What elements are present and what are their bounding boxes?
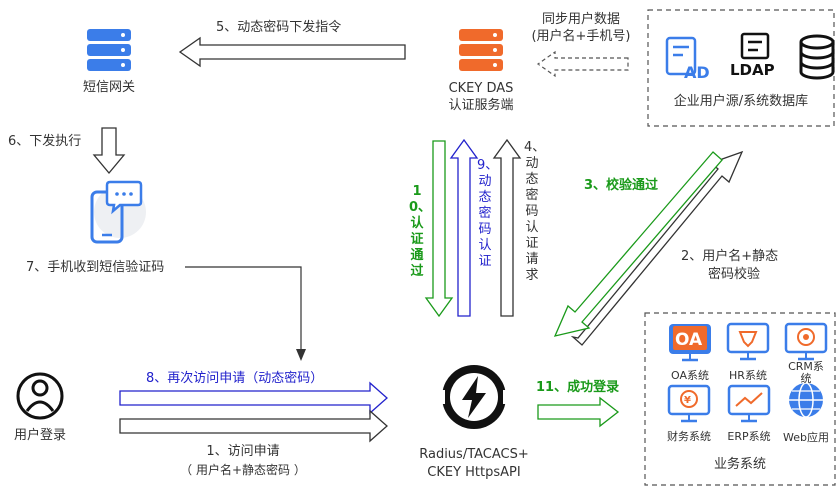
radius-label-2: CKEY HttpsAPI bbox=[427, 465, 521, 480]
system-label-oa: OA系统 bbox=[671, 369, 709, 382]
step8-label: 8、再次访问申请（动态密码） bbox=[146, 371, 324, 386]
ckey-das-label-1: CKEY DAS bbox=[448, 81, 514, 96]
hr-monitor-icon bbox=[726, 322, 770, 361]
radius-label-1: Radius/TACACS+ bbox=[419, 447, 529, 462]
system-label-hr: HR系统 bbox=[729, 369, 767, 382]
server-stack-icon bbox=[87, 29, 131, 71]
step9-label: 9、动态密码认证 bbox=[477, 158, 499, 269]
arrow-step9 bbox=[449, 138, 479, 317]
step4-label: 4、动态密码认证请求 bbox=[524, 140, 546, 283]
database-icon bbox=[799, 34, 835, 80]
step3-label: 3、校验通过 bbox=[584, 178, 659, 193]
step2-label-1: 2、用户名+静态 bbox=[681, 249, 779, 264]
phone-sms-icon bbox=[90, 180, 146, 244]
arrow-step6 bbox=[92, 127, 126, 175]
arrow-step3 bbox=[553, 151, 723, 337]
sync-label-1: 同步用户数据 bbox=[541, 12, 620, 27]
ckey-das-label-2: 认证服务端 bbox=[448, 98, 514, 113]
step7-label: 7、手机收到短信验证码 bbox=[26, 260, 165, 275]
arrow-step8 bbox=[119, 381, 388, 415]
lightning-icon bbox=[437, 365, 511, 429]
arrow-step4 bbox=[492, 138, 522, 317]
das-server-icon bbox=[459, 29, 503, 71]
sync-label-2: (用户名+手机号) bbox=[531, 29, 631, 44]
ldap-icon: LDAP bbox=[730, 32, 775, 79]
step2-label-2: 密码校验 bbox=[708, 267, 761, 282]
step11-label: 11、成功登录 bbox=[536, 380, 620, 395]
enterprise-db-label: 企业用户源/系统数据库 bbox=[673, 94, 809, 109]
line-step7 bbox=[185, 266, 302, 350]
arrow-step1 bbox=[119, 409, 388, 443]
oa-monitor-icon: OA bbox=[669, 324, 711, 362]
sms-gateway-label: 短信网关 bbox=[82, 80, 135, 95]
system-label-crm: CRM系统 bbox=[788, 360, 824, 385]
finance-monitor-icon: ¥ bbox=[667, 384, 711, 423]
arrow-step2 bbox=[570, 150, 744, 346]
system-label-web: Web应用 bbox=[783, 431, 829, 444]
line-step7-head bbox=[296, 349, 306, 361]
step1-label-1: 1、访问申请 bbox=[206, 444, 280, 459]
system-label-finance: 财务系统 bbox=[667, 430, 711, 443]
svg-text:LDAP: LDAP bbox=[730, 61, 775, 79]
svg-text:¥: ¥ bbox=[684, 395, 691, 406]
arrow-step10 bbox=[424, 140, 454, 318]
business-systems-label: 业务系统 bbox=[713, 457, 766, 472]
arrow-sync bbox=[536, 50, 629, 78]
step10-label: 10、认证通过 bbox=[409, 184, 432, 279]
arrow-step5 bbox=[178, 36, 406, 68]
arrow-step11 bbox=[537, 396, 620, 428]
user-login-label: 用户登录 bbox=[13, 428, 66, 443]
crm-monitor-icon bbox=[784, 322, 828, 361]
step1-label-2: （ 用户名+静态密码 ） bbox=[180, 463, 306, 477]
user-icon bbox=[16, 372, 64, 420]
business-systems-box bbox=[644, 312, 836, 486]
step5-label: 5、动态密码下发指令 bbox=[216, 20, 342, 35]
svg-text:AD: AD bbox=[684, 63, 710, 82]
svg-text:OA: OA bbox=[675, 330, 703, 350]
ad-icon: AD bbox=[665, 36, 710, 82]
erp-monitor-icon bbox=[727, 384, 771, 423]
step6-label: 6、下发执行 bbox=[8, 134, 82, 149]
system-label-erp: ERP系统 bbox=[727, 430, 771, 443]
globe-icon bbox=[789, 382, 823, 418]
